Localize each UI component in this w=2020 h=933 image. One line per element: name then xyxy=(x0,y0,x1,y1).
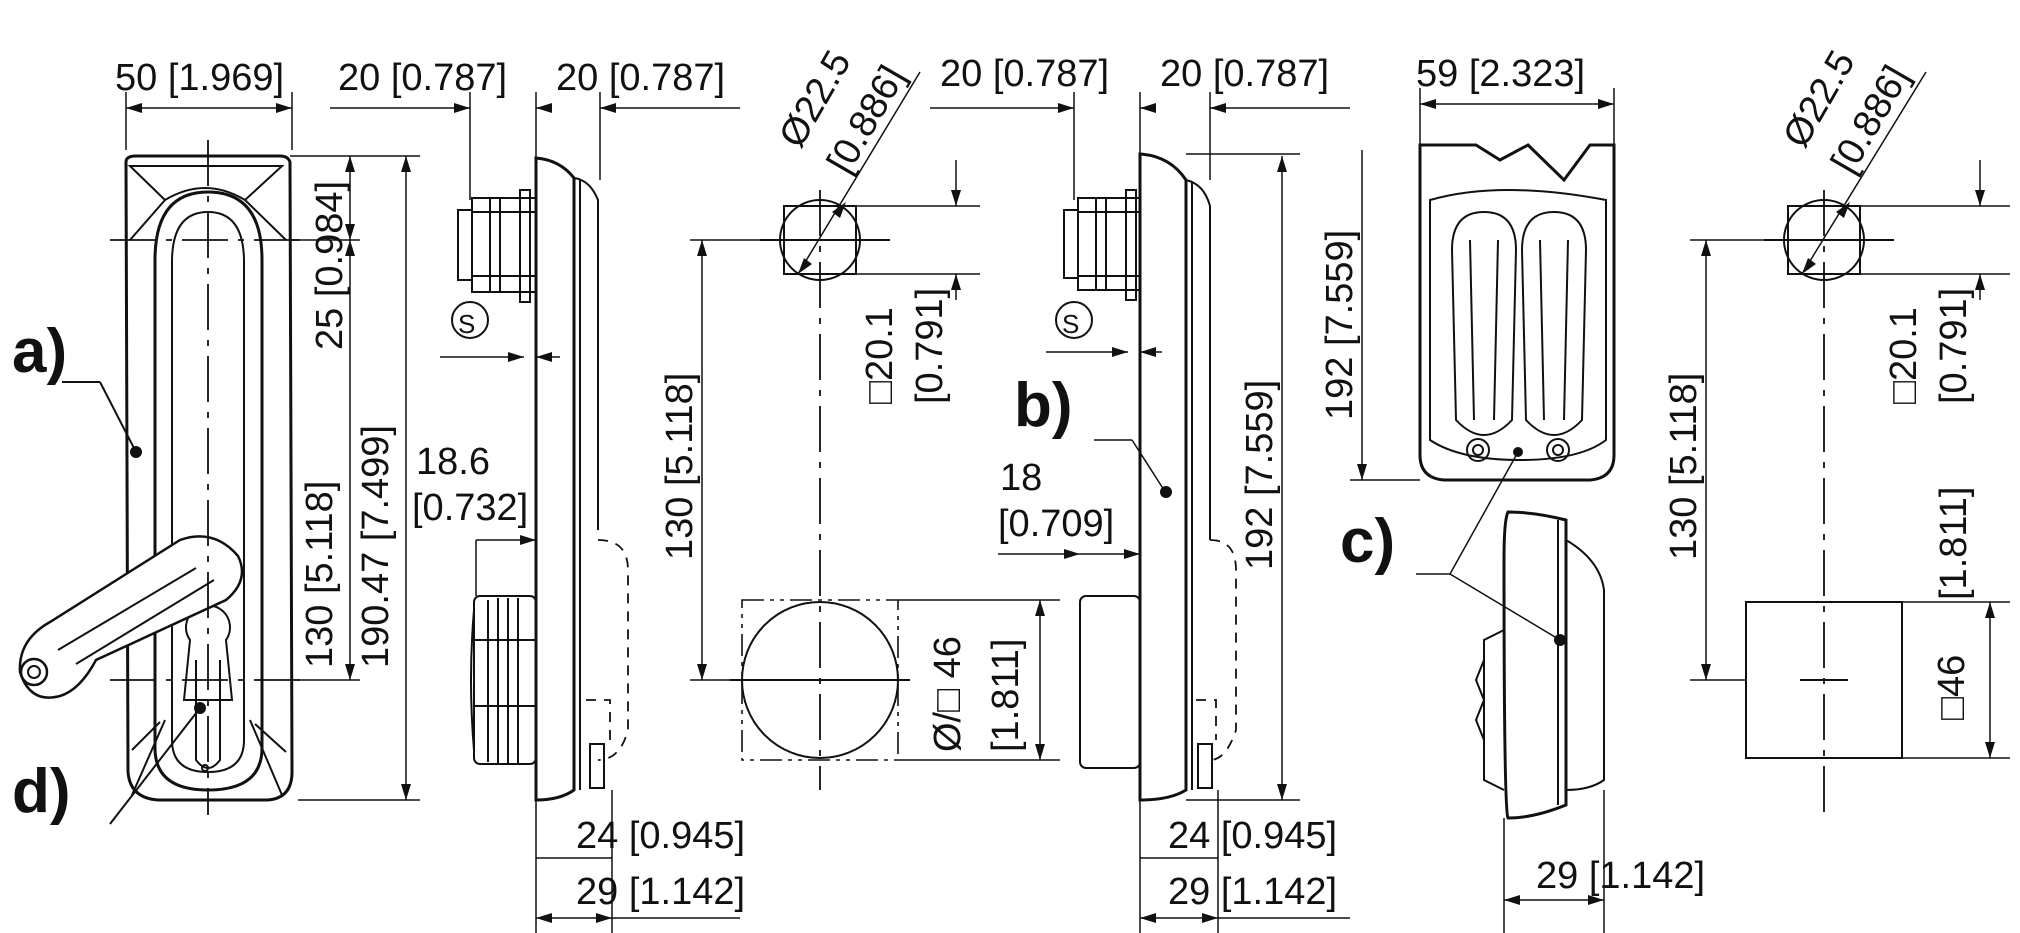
dim-t20b: 20 [0.787] xyxy=(556,57,725,99)
dim-d24b: 24 [0.945] xyxy=(1168,815,1337,857)
front-view-dims xyxy=(125,92,420,801)
dim-sq20b-1: □20.1 xyxy=(1883,307,1925,404)
front-view-handle xyxy=(18,140,300,825)
part-labels: a) b) c) d) S S xyxy=(12,309,1395,826)
cutout-view-1 xyxy=(690,71,1060,790)
side-view-lever xyxy=(440,156,629,802)
dim-sq20a-2: [0.791] xyxy=(909,288,951,404)
dim-w50: 50 [1.969] xyxy=(115,57,284,99)
dim-dsq46-2: [1.811] xyxy=(985,639,1027,752)
dim-sq46-2: [1.811] xyxy=(1933,487,1975,600)
front-view-dual xyxy=(1418,143,1616,482)
label-d: d) xyxy=(12,757,71,826)
dim-d130a: 130 [5.118] xyxy=(299,481,341,668)
dim-sq46-1: □46 xyxy=(1931,655,1973,720)
cutout-view-2 xyxy=(1690,71,2010,820)
side-view-dual xyxy=(1416,451,1605,820)
dual-view-dims xyxy=(1350,88,1615,933)
dim-t20a: 20 [0.787] xyxy=(338,57,507,99)
label-b: b) xyxy=(1014,371,1073,440)
symbol-s-1: S xyxy=(458,309,475,339)
symbol-s-2: S xyxy=(1062,309,1079,339)
dim-t20c: 20 [0.787] xyxy=(940,53,1109,95)
dim-d190: 190.47 [7.499] xyxy=(355,425,397,668)
dim-d192a: 192 [7.559] xyxy=(1239,380,1281,570)
dimension-texts: 50 [1.969] 20 [0.787] 20 [0.787] 20 [0.7… xyxy=(115,44,1975,913)
dim-sq20b-2: [0.791] xyxy=(1933,288,1975,404)
dim-d130b: 130 [5.118] xyxy=(659,373,701,560)
dim-d24a: 24 [0.945] xyxy=(576,815,745,857)
dim-d130c: 130 [5.118] xyxy=(1663,373,1705,560)
side-view-knob-dims xyxy=(930,92,1350,933)
dim-d186-1: 18.6 xyxy=(416,441,490,483)
dim-d25: 25 [0.984] xyxy=(309,181,351,350)
dim-t20d: 20 [0.787] xyxy=(1160,53,1329,95)
dim-d18-2: [0.709] xyxy=(998,503,1114,545)
label-a: a) xyxy=(12,317,67,386)
dim-dsq46-1: Ø/□ 46 xyxy=(927,636,969,752)
dim-sq20a-1: □20.1 xyxy=(859,307,901,404)
dim-d192b: 192 [7.559] xyxy=(1319,230,1361,420)
label-c: c) xyxy=(1340,507,1395,576)
dim-d29c: 29 [1.142] xyxy=(1536,855,1705,897)
dim-d29a: 29 [1.142] xyxy=(576,871,745,913)
dim-d186-2: [0.732] xyxy=(412,487,528,529)
dim-d29b: 29 [1.142] xyxy=(1168,871,1337,913)
side-view-lever-dims xyxy=(330,92,740,933)
side-view-knob xyxy=(1046,152,1237,802)
dim-w59: 59 [2.323] xyxy=(1416,53,1585,95)
dim-d18-1: 18 xyxy=(1000,457,1042,499)
